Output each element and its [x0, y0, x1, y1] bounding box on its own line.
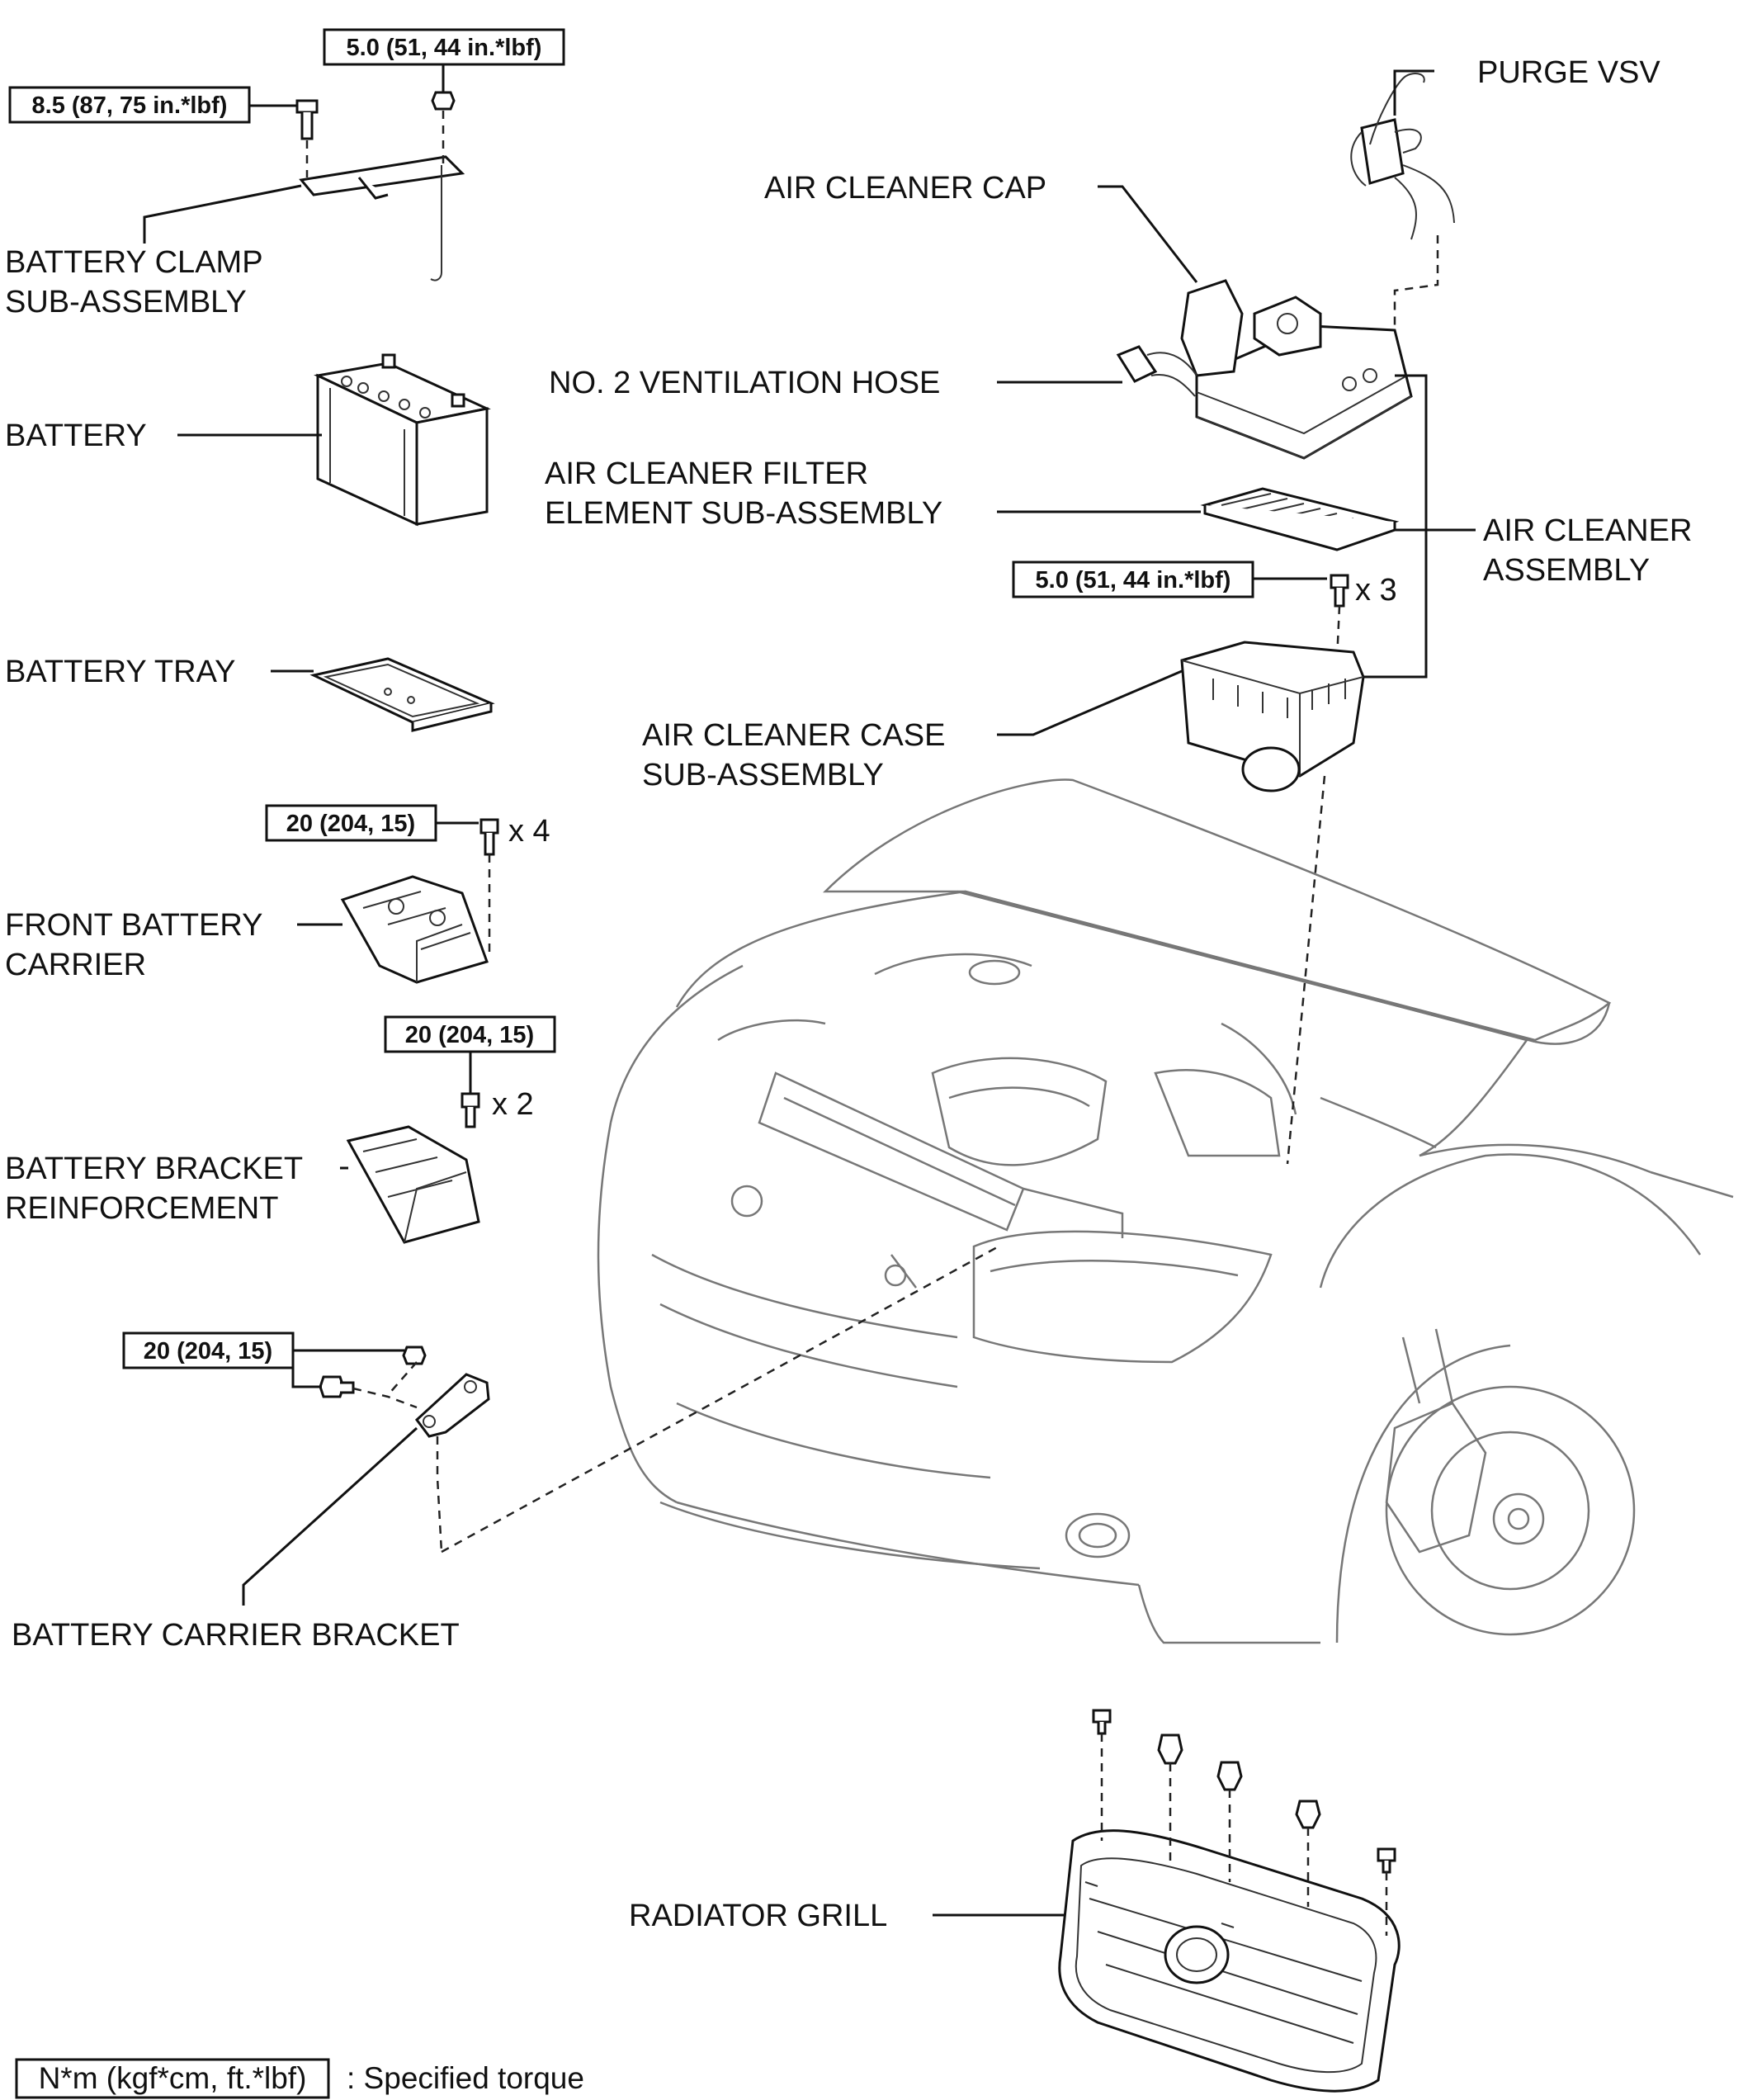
- label-case-line2: SUB-ASSEMBLY: [642, 758, 884, 792]
- quantity-reinforcement-bolts: x 2: [492, 1087, 534, 1122]
- air-cleaner-cap-part: [1180, 279, 1413, 460]
- radiator-grill-part: [1058, 1709, 1401, 2093]
- air-cleaner-filter-element-part: [1200, 487, 1400, 551]
- torque-value: 20 (204, 15): [144, 1338, 272, 1365]
- label-front-battery-carrier-line1: FRONT BATTERY: [5, 908, 262, 943]
- torque-value: 5.0 (51, 44 in.*lbf): [347, 35, 542, 61]
- air-cleaner-bolt: [1330, 574, 1349, 608]
- label-air-cleaner-cap: AIR CLEANER CAP: [764, 171, 1046, 206]
- torque-value: 8.5 (87, 75 in.*lbf): [32, 92, 228, 119]
- torque-box-clamp-nut: 5.0 (51, 44 in.*lbf): [323, 28, 565, 66]
- label-case-line1: AIR CLEANER CASE: [642, 718, 945, 753]
- label-battery-clamp-line1: BATTERY CLAMP: [5, 245, 263, 280]
- label-battery-carrier-bracket: BATTERY CARRIER BRACKET: [12, 1618, 460, 1653]
- torque-box-front-carrier: 20 (204, 15): [265, 804, 437, 842]
- label-filter-element-line2: ELEMENT SUB-ASSEMBLY: [545, 496, 942, 531]
- label-air-cleaner-assembly-line2: ASSEMBLY: [1483, 553, 1650, 588]
- legend-unit-box: N*m (kgf*cm, ft.*lbf): [39, 2061, 307, 2095]
- torque-box-reinforcement: 20 (204, 15): [384, 1015, 556, 1053]
- label-front-battery-carrier-line2: CARRIER: [5, 948, 146, 982]
- torque-box-carrier-bracket: 20 (204, 15): [122, 1331, 295, 1369]
- battery-part: [314, 353, 491, 527]
- torque-box-air-cleaner: 5.0 (51, 44 in.*lbf): [1012, 560, 1254, 598]
- no2-ventilation-hose-part: [1116, 345, 1197, 397]
- quantity-air-cleaner-bolts: x 3: [1355, 573, 1397, 608]
- label-air-cleaner-assembly-line1: AIR CLEANER: [1483, 513, 1692, 548]
- purge-vsv-part: [1350, 73, 1455, 240]
- air-cleaner-case-part: [1180, 641, 1365, 792]
- torque-value: 20 (204, 15): [405, 1022, 534, 1048]
- legend: N*m (kgf*cm, ft.*lbf) : Specified torque: [15, 2058, 584, 2099]
- torque-value: 5.0 (51, 44 in.*lbf): [1036, 567, 1231, 594]
- label-battery-tray: BATTERY TRAY: [5, 655, 235, 689]
- battery-tray-part: [309, 657, 495, 732]
- legend-description: : Specified torque: [347, 2061, 584, 2095]
- battery-bracket-reinforcement-part: [346, 1092, 480, 1244]
- label-filter-element-line1: AIR CLEANER FILTER: [545, 456, 868, 491]
- label-no2-ventilation-hose: NO. 2 VENTILATION HOSE: [549, 366, 940, 400]
- torque-value: 20 (204, 15): [286, 811, 415, 837]
- torque-box-clamp-bolt: 8.5 (87, 75 in.*lbf): [8, 86, 251, 124]
- battery-clamp-part: [295, 91, 465, 281]
- label-reinforcement-line1: BATTERY BRACKET: [5, 1152, 303, 1186]
- vehicle-front-illustration: [597, 778, 1734, 1644]
- quantity-front-carrier-bolts: x 4: [508, 814, 550, 849]
- label-radiator-grill: RADIATOR GRILL: [629, 1899, 887, 1933]
- label-reinforcement-line2: REINFORCEMENT: [5, 1191, 278, 1226]
- battery-carrier-bracket-part: [319, 1346, 490, 1438]
- front-battery-carrier-part: [340, 818, 499, 984]
- label-battery-clamp-line2: SUB-ASSEMBLY: [5, 285, 247, 319]
- label-battery: BATTERY: [5, 419, 147, 453]
- label-purge-vsv: PURGE VSV: [1477, 55, 1660, 90]
